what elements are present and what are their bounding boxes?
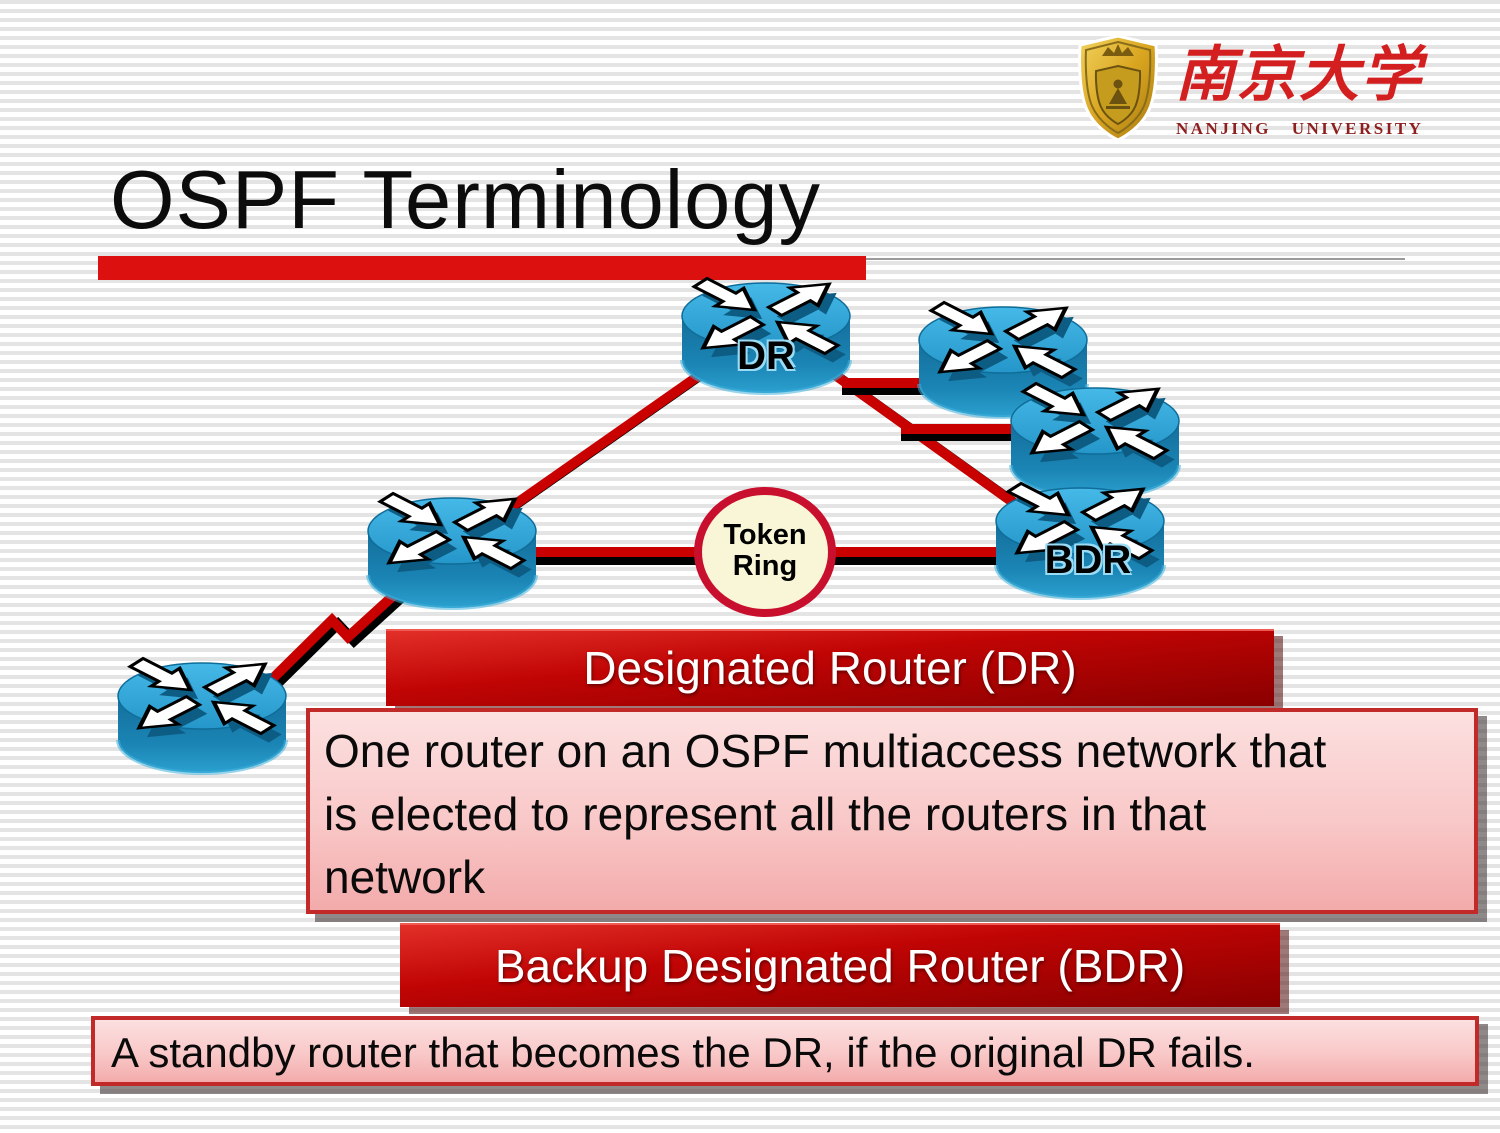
dr-banner: Designated Router (DR) [386,629,1274,706]
bdr-node-label: BDR [1044,538,1132,582]
link-serial-zigzag [254,581,415,701]
dr-definition-line2: is elected to represent all the routers … [324,788,1207,840]
router-icon-mid-right [1011,379,1182,498]
bdr-banner: Backup Designated Router (BDR) [400,923,1280,1007]
token-ring-label-line1: Token [723,519,807,551]
university-name-english: NANJING UNIVERSITY [1176,119,1424,138]
bdr-definition-box: A standby router that becomes the DR, if… [91,1016,1479,1086]
dr-definition-line3: network [324,851,486,903]
dr-definition-box: One router on an OSPF multiaccess networ… [306,708,1478,914]
token-ring-label: Token Ring [695,520,835,582]
link-dr-to-left-router [491,353,727,525]
university-name-chinese: 南京大学 [1175,42,1423,108]
dr-node-label: DR [737,334,795,378]
link-to-mid-right-router [901,424,1028,441]
router-icon-bottom-left [118,654,289,773]
dr-definition-line1: One router on an OSPF multiaccess networ… [324,725,1327,777]
university-shield-icon [1078,34,1158,142]
title-underline-thin-line [866,258,1405,260]
page-title: OSPF Terminology [110,153,822,246]
token-ring-node [694,487,836,617]
token-ring-label-line2: Ring [732,550,798,582]
title-underline-bar [98,256,866,280]
